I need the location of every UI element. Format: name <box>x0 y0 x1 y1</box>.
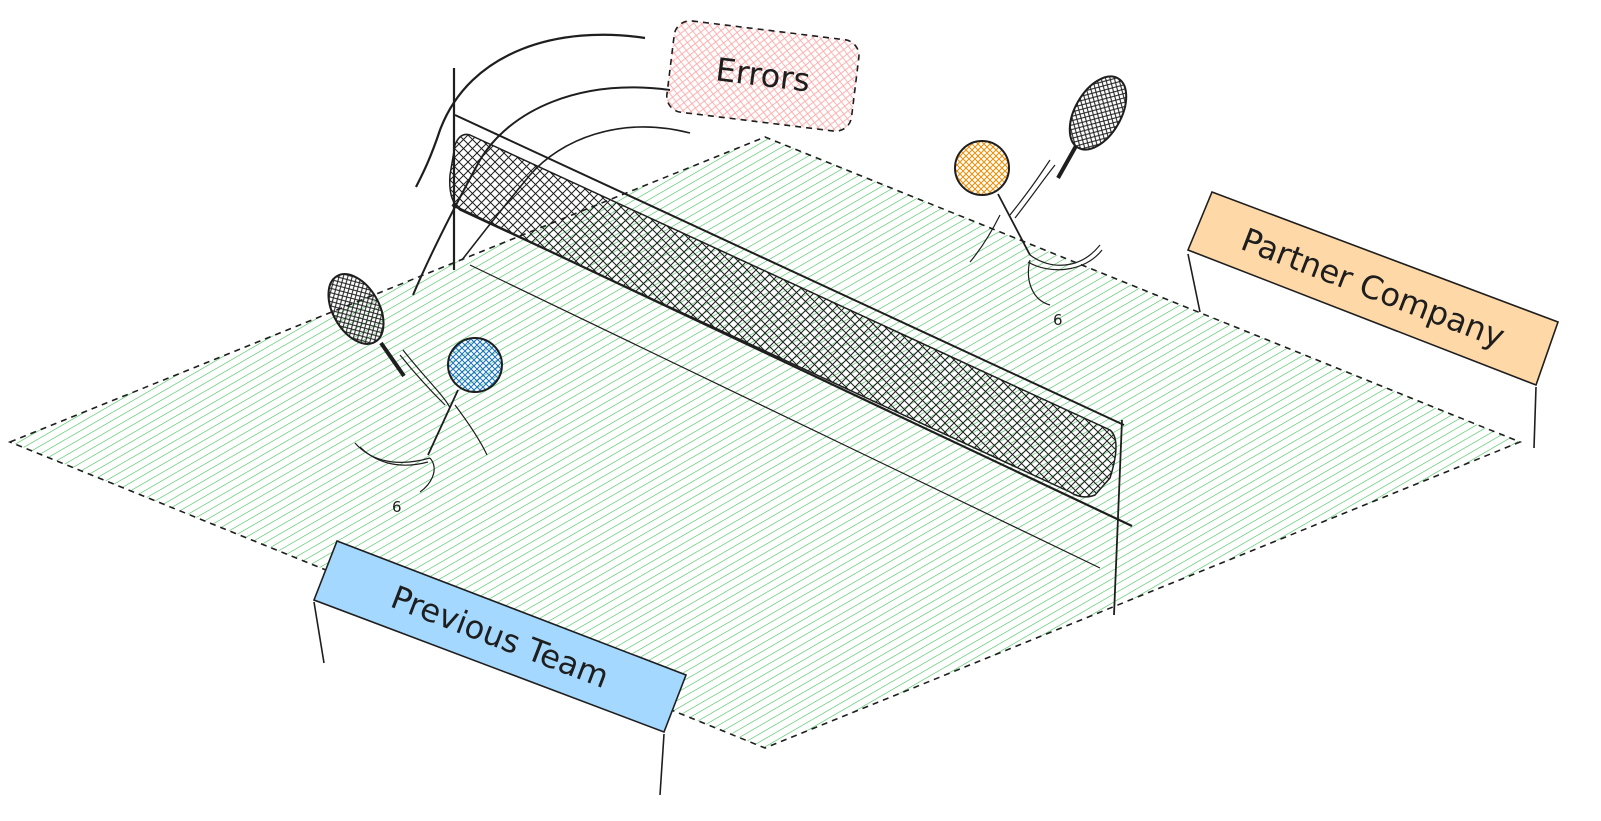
errors-label: Errors <box>665 20 860 132</box>
court-center-line <box>469 264 1101 569</box>
player-right-figure <box>969 159 1103 306</box>
player-right: 6 <box>954 75 1128 329</box>
net <box>448 68 1133 616</box>
player-left: 6 <box>327 273 503 516</box>
court-surface <box>7 136 1523 749</box>
previous-banner-stake-left <box>313 601 325 664</box>
partner-banner-stake-right <box>1533 386 1537 449</box>
player-left-figure <box>354 349 488 493</box>
player-left-mark: 6 <box>392 498 402 516</box>
player-right-mark: 6 <box>1053 311 1063 329</box>
ball-right-icon <box>954 140 1010 196</box>
racket-left-icon <box>327 273 406 378</box>
court <box>7 136 1523 749</box>
racket-right-icon <box>1056 75 1128 179</box>
error-trajectories <box>412 33 691 296</box>
partner-banner-stake-left <box>1187 253 1201 313</box>
error-arc-1 <box>415 33 646 188</box>
previous-banner-stake-right <box>659 733 665 796</box>
net-mesh <box>448 133 1117 498</box>
errors-box <box>665 20 860 132</box>
net-bottom-cord <box>451 204 1133 527</box>
partner-banner-box <box>1186 190 1560 387</box>
error-arc-2 <box>412 86 671 296</box>
previous-banner-box <box>312 539 688 734</box>
net-post-right <box>1113 419 1123 616</box>
net-top-cord <box>454 114 1125 426</box>
error-arc-3 <box>461 126 691 261</box>
ball-left-icon <box>447 337 503 393</box>
